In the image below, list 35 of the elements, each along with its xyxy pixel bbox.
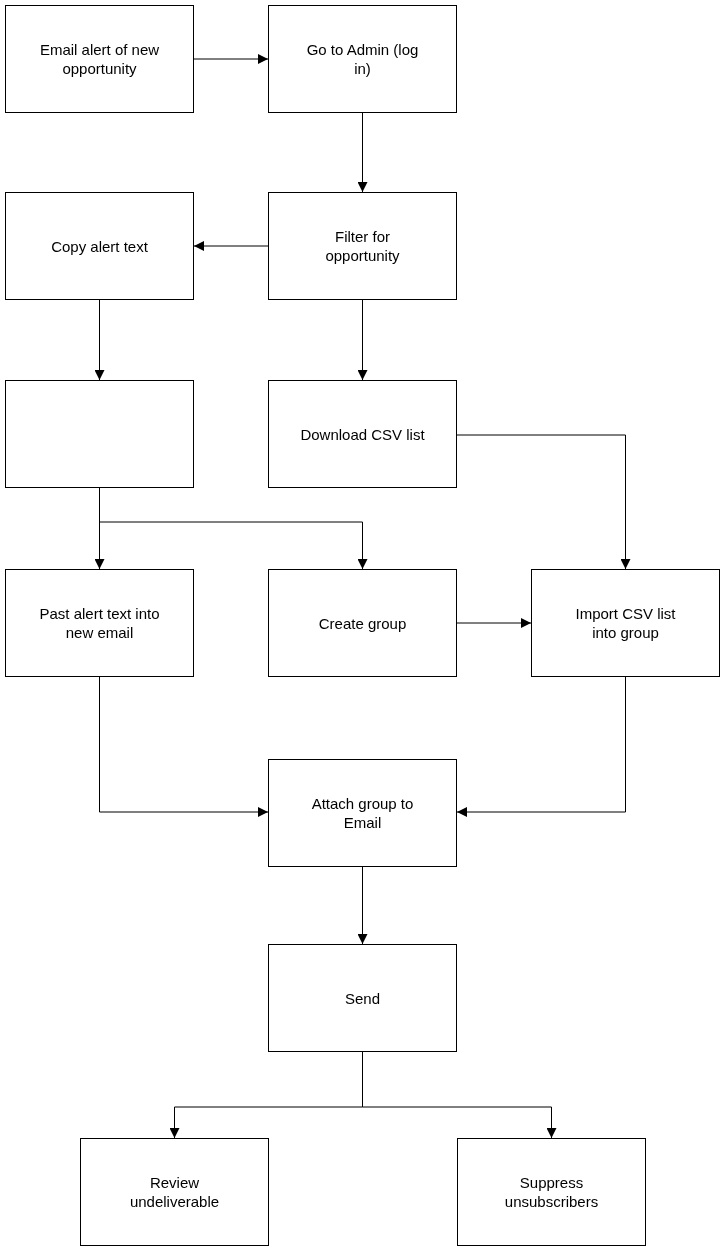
process-box	[5, 380, 194, 488]
step-label: Go to Admin (log in)	[305, 40, 420, 78]
process-box	[268, 944, 457, 1052]
step-label: Create group	[318, 613, 407, 633]
arrow	[357, 299, 368, 381]
step-label: Send	[344, 988, 380, 1008]
arrow	[357, 866, 368, 945]
process-box	[5, 192, 194, 300]
process-box	[5, 5, 194, 113]
process-box	[268, 192, 457, 300]
arrow	[94, 299, 105, 381]
arrow	[357, 112, 368, 193]
process-box	[268, 569, 457, 677]
process-box	[5, 569, 194, 677]
arrow	[193, 241, 269, 251]
process-box	[268, 5, 457, 113]
step-label: Filter for opportunity	[324, 227, 401, 265]
process-box	[268, 759, 457, 867]
arrow	[99, 676, 269, 817]
arrow	[456, 676, 626, 817]
step-label: Copy alert text	[51, 236, 148, 256]
arrow	[456, 434, 631, 570]
arrow	[456, 618, 532, 628]
step-label: Download CSV list	[300, 424, 425, 444]
step-label: Email alert of new opportunity	[38, 40, 161, 78]
step-label: Review undeliverable	[128, 1173, 221, 1211]
step-label: Suppress unsubscribers	[503, 1173, 600, 1211]
step-label: Attach group to Email	[310, 794, 415, 832]
step-label: Import CSV list into group	[574, 604, 677, 642]
arrow	[193, 54, 269, 64]
step-label: Past alert text into new email	[38, 604, 161, 642]
process-box	[531, 569, 720, 677]
process-box	[457, 1138, 646, 1246]
process-box	[80, 1138, 269, 1246]
process-box	[268, 380, 457, 488]
